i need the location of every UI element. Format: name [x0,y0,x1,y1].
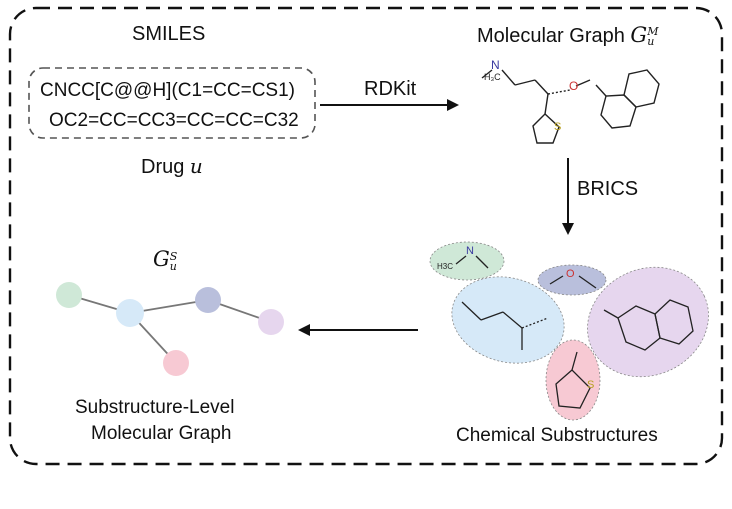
graph-node-pink [163,350,189,376]
substructure-purple [537,264,607,296]
substructure-violet [587,266,709,378]
substructure-green [429,241,505,281]
drug-label-text: Drug [141,156,185,178]
graph-node-purple [195,287,221,313]
graph-node-violet [258,309,284,335]
drug-variable: u [189,154,203,178]
smiles-line-1: CNCC[C@@H](C1=CC=CS1) [40,80,295,101]
molecule-structure [481,69,660,144]
substructure-graph-symbol: G [153,247,170,271]
brics-arrow-head [562,223,574,235]
frag-h3c-label: H3C [437,262,454,271]
frag-n-label: N [466,245,474,257]
left-arrow-head [298,324,310,336]
outer-frame [8,6,724,466]
brics-label: BRICS [577,178,639,200]
drug-label: Drug u [141,154,203,179]
substructure-graph-label-line1: Substructure-Level [75,397,235,418]
graph-node-blue [116,299,144,327]
fragment-lines [455,255,694,409]
molecular-graph-sup: M [647,24,659,38]
frag-o-label: O [566,268,575,280]
substructure-blue [451,276,565,364]
molecular-graph-text: Molecular Graph [477,25,625,47]
frag-s-label: S [587,379,595,391]
rdkit-arrow-head [447,99,459,111]
substructure-pink [545,339,601,421]
atom-s-label: S [554,121,562,133]
substructure-graph-sub: u [169,259,177,273]
molecular-graph-symbol: G [630,23,648,47]
atom-o-label: O [569,79,579,93]
rdkit-label: RDKit [364,78,417,100]
graph-node-green [56,282,82,308]
substructure-graph-sup: S [169,249,178,263]
smiles-box [28,67,316,139]
atom-n-label: N [491,58,500,72]
molecular-graph-sub: u [647,34,655,48]
smiles-title: SMILES [132,23,206,45]
chemical-substructures-label: Chemical Substructures [456,425,658,446]
substructure-graph-label-line2: Molecular Graph [91,423,232,444]
smiles-line-2: OC2=CC=CC3=CC=CC=C32 [49,110,299,131]
atom-h3c: H₃C [484,72,501,82]
